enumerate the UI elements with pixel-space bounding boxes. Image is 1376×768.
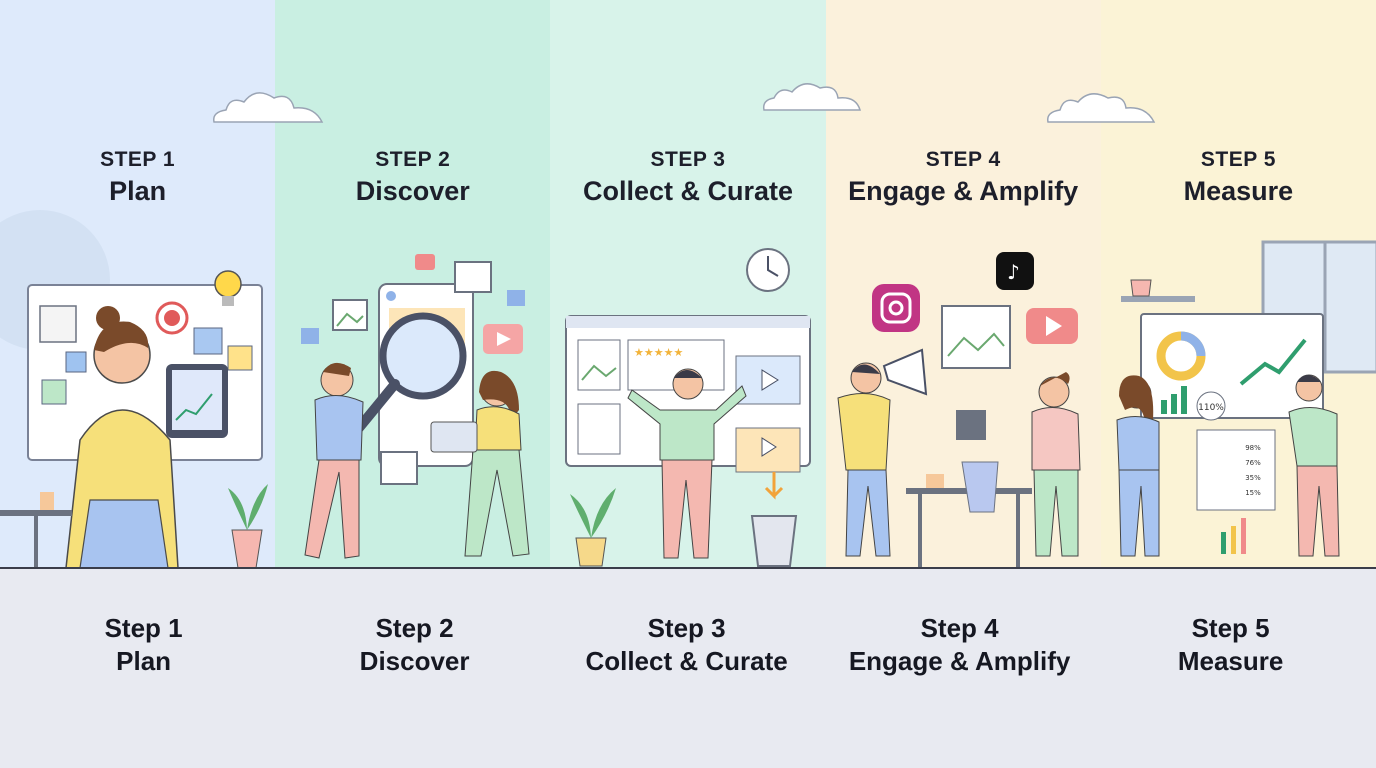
bar-chart xyxy=(1160,386,1187,414)
step-label: STEP 4 xyxy=(925,148,1001,171)
svg-text:♪: ♪ xyxy=(1007,260,1020,284)
caption-line2: Measure xyxy=(1177,646,1284,676)
thumbs-up-icon xyxy=(301,328,320,344)
cloud-icon xyxy=(1047,93,1156,123)
caption-line1: Step 5 xyxy=(1191,613,1270,643)
plan-illustration xyxy=(0,210,268,568)
checklist-value: 98% xyxy=(1245,444,1261,452)
megaphone-icon xyxy=(882,348,927,396)
image-card xyxy=(577,339,621,391)
caption-line2: Plan xyxy=(116,646,172,676)
lightbulb-icon xyxy=(214,270,242,298)
caption-line2: Collect & Curate xyxy=(585,646,788,676)
step-title: Collect & Curate xyxy=(582,176,793,206)
instagram-icon xyxy=(871,284,920,332)
measure-illustration: 110% 98% 76% 35% 15% xyxy=(1116,240,1376,557)
engage-illustration: ♪ xyxy=(837,252,1081,568)
image-post xyxy=(940,305,1011,369)
checklist xyxy=(1196,429,1276,511)
caption-line1: Step 1 xyxy=(104,613,183,643)
magnifier-icon xyxy=(379,312,467,400)
caption-step-2: Step 2 Discover xyxy=(277,612,552,678)
heart-icon xyxy=(415,254,436,270)
caption-step-4: Step 4 Engage & Amplify xyxy=(822,612,1097,678)
step-title: Discover xyxy=(355,176,470,206)
panel-measure: 110% 98% 76% 35% 15% STEP 5 Measure xyxy=(1100,0,1376,568)
ground-line xyxy=(0,567,1376,569)
checklist-value: 76% xyxy=(1245,459,1261,467)
caption-step-3: Step 3 Collect & Curate xyxy=(549,612,824,678)
panel-plan: STEP 1 Plan xyxy=(0,0,276,568)
step-label: STEP 3 xyxy=(650,148,726,171)
step-title: Measure xyxy=(1183,176,1294,206)
collect-illustration: ★★★★★ xyxy=(565,248,812,567)
caption-line1: Step 2 xyxy=(375,613,454,643)
caption-line2: Engage & Amplify xyxy=(848,646,1071,676)
caption-step-1: Step 1 Plan xyxy=(6,612,281,678)
caption-line1: Step 3 xyxy=(647,613,726,643)
badge-110: 110% xyxy=(1198,403,1224,413)
cloud-icon xyxy=(213,92,324,123)
caption-line2: Discover xyxy=(359,646,470,676)
step-title: Engage & Amplify xyxy=(848,176,1079,206)
plant-icon xyxy=(1130,279,1152,297)
caption-strip xyxy=(0,569,1376,768)
caption-step-5: Step 5 Measure xyxy=(1093,612,1368,678)
arrow-down-icon xyxy=(765,472,784,500)
trash-bin-icon xyxy=(751,515,798,567)
cloud-icon xyxy=(762,83,861,111)
tiktok-icon xyxy=(995,252,1034,290)
svg-text:★★★★★: ★★★★★ xyxy=(634,346,683,359)
step-label: STEP 5 xyxy=(1200,148,1276,171)
panel-collect-curate: ★★★★★ STEP 3 Collect & Curate xyxy=(550,0,826,568)
checklist-value: 15% xyxy=(1245,489,1261,497)
panel-discover: STEP 2 Discover xyxy=(275,0,551,568)
discover-illustration xyxy=(301,254,530,559)
caption-line1: Step 4 xyxy=(920,613,999,643)
checklist-value: 35% xyxy=(1245,474,1261,482)
step-label: STEP 2 xyxy=(375,148,451,171)
step-title: Plan xyxy=(109,176,167,206)
line-chart xyxy=(1239,338,1307,386)
step-label: STEP 1 xyxy=(100,148,176,171)
panel-engage-amplify: ♪ STEP 4 Engage & Amplify xyxy=(825,0,1101,568)
